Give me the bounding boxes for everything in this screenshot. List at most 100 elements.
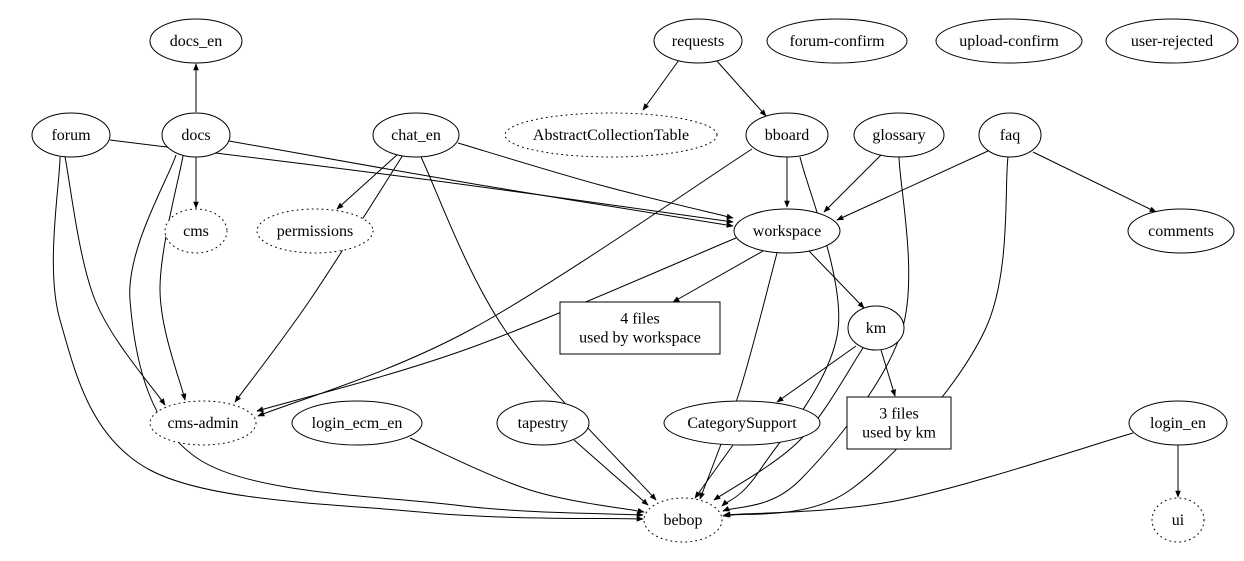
edge-glossary-workspace bbox=[823, 154, 882, 213]
node-shape-ui bbox=[1151, 497, 1205, 543]
node-ui: ui bbox=[1151, 497, 1205, 543]
node-shape-docs bbox=[161, 112, 231, 158]
node-chat_en: chat_en bbox=[372, 112, 460, 158]
edge-workspace-files4 bbox=[672, 250, 764, 303]
edge-chat_en-bebop bbox=[420, 156, 657, 501]
node-cms-admin: cms-admin bbox=[149, 400, 257, 446]
edge-faq-comments bbox=[1032, 151, 1157, 213]
edge-forum-bebop bbox=[52, 156, 644, 522]
node-label-bboard: bboard bbox=[765, 127, 809, 144]
node-shape-AbstractCollectionTable bbox=[504, 112, 718, 158]
node-docs_en: docs_en bbox=[149, 18, 243, 64]
node-forum: forum bbox=[31, 112, 111, 158]
edge-docs-workspace bbox=[228, 140, 734, 228]
node-bboard: bboard bbox=[745, 112, 829, 158]
edge-chat_en-workspace bbox=[457, 142, 734, 220]
node-shape-CategorySupport bbox=[663, 400, 821, 446]
edge-km-CategorySupport bbox=[776, 345, 857, 403]
node-shape-cms bbox=[164, 208, 228, 254]
node-label-upload-confirm: upload-confirm bbox=[959, 33, 1059, 50]
node-label-CategorySupport: CategorySupport bbox=[687, 415, 797, 432]
node-label-chat_en: chat_en bbox=[391, 127, 441, 144]
node-label-ui: ui bbox=[1172, 512, 1185, 529]
node-label-forum-confirm: forum-confirm bbox=[789, 33, 885, 50]
node-label-permissions: permissions bbox=[277, 223, 353, 240]
node-bebop: bebop bbox=[643, 497, 723, 543]
node-shape-bebop bbox=[643, 497, 723, 543]
node-AbstractCollectionTable: AbstractCollectionTable bbox=[504, 112, 718, 158]
node-permissions: permissions bbox=[256, 208, 374, 254]
node-upload-confirm: upload-confirm bbox=[935, 18, 1083, 64]
node-label-glossary: glossary bbox=[872, 127, 925, 144]
node-label-cms-admin: cms-admin bbox=[167, 415, 238, 432]
node-comments: comments bbox=[1127, 208, 1235, 254]
node-shape-user-rejected bbox=[1105, 18, 1239, 64]
node-label-faq: faq bbox=[1000, 127, 1020, 144]
node-label-docs_en: docs_en bbox=[170, 33, 222, 50]
node-label-user-rejected: user-rejected bbox=[1131, 33, 1213, 50]
node-glossary: glossary bbox=[853, 112, 945, 158]
node-shape-glossary bbox=[853, 112, 945, 158]
node-tapestry: tapestry bbox=[496, 400, 590, 446]
node-layer: docs_en requests forum-confirm upload-confi… bbox=[31, 18, 1239, 543]
node-label-requests: requests bbox=[672, 33, 724, 50]
node-shape-chat_en bbox=[372, 112, 460, 158]
edge-km-files3 bbox=[880, 349, 896, 397]
node-workspace: workspace bbox=[733, 208, 841, 254]
node-login_en: login_en bbox=[1128, 400, 1228, 446]
node-user-rejected: user-rejected bbox=[1105, 18, 1239, 64]
edge-requests-bboard bbox=[715, 59, 767, 117]
node-shape-files3 bbox=[846, 396, 952, 450]
edge-glossary-bebop bbox=[722, 156, 910, 512]
edge-forum-cms-admin bbox=[64, 156, 166, 406]
node-shape-login_ecm_en bbox=[291, 400, 423, 446]
edge-chat_en-permissions bbox=[336, 153, 399, 210]
edge-chat_en-cms-admin bbox=[234, 154, 404, 403]
node-shape-tapestry bbox=[496, 400, 590, 446]
edge-workspace-cms-admin bbox=[256, 237, 737, 412]
node-shape-cms-admin bbox=[149, 400, 257, 446]
node-label-login_ecm_en: login_ecm_en bbox=[312, 415, 403, 432]
node-cms: cms bbox=[164, 208, 228, 254]
node-label-workspace: workspace bbox=[753, 223, 821, 240]
edge-login_ecm_en-bebop bbox=[409, 437, 645, 514]
node-label-comments: comments bbox=[1148, 223, 1214, 240]
node-docs: docs bbox=[161, 112, 231, 158]
edge-bboard-cms-admin bbox=[257, 148, 753, 417]
node-shape-forum-confirm bbox=[766, 18, 908, 64]
edge-docs-cms-admin bbox=[159, 155, 187, 401]
edge-requests-AbstractCollectionTable bbox=[642, 59, 680, 111]
edge-workspace-bebop bbox=[699, 252, 778, 500]
node-shape-workspace bbox=[733, 208, 841, 254]
edge-CategorySupport-bebop bbox=[694, 444, 734, 499]
node-shape-docs_en bbox=[149, 18, 243, 64]
node-CategorySupport: CategorySupport bbox=[663, 400, 821, 446]
edge-layer bbox=[52, 59, 1181, 522]
node-login_ecm_en: login_ecm_en bbox=[291, 400, 423, 446]
node-label-forum: forum bbox=[51, 127, 91, 144]
edge-km-bebop bbox=[713, 347, 864, 501]
edge-login_en-bebop bbox=[723, 432, 1134, 518]
node-shape-km bbox=[847, 305, 905, 351]
node-km: km bbox=[847, 305, 905, 351]
node-shape-files4 bbox=[559, 301, 721, 355]
edge-docs-bebop bbox=[129, 154, 644, 518]
edge-workspace-km bbox=[808, 250, 865, 309]
node-label-bebop: bebop bbox=[663, 512, 702, 529]
node-shape-faq bbox=[978, 112, 1042, 158]
node-shape-comments bbox=[1127, 208, 1235, 254]
node-forum-confirm: forum-confirm bbox=[766, 18, 908, 64]
node-label-login_en: login_en bbox=[1150, 415, 1206, 432]
node-shape-upload-confirm bbox=[935, 18, 1083, 64]
node-label-km: km bbox=[866, 320, 887, 337]
node-requests: requests bbox=[653, 18, 743, 64]
node-shape-bboard bbox=[745, 112, 829, 158]
node-label-AbstractCollectionTable: AbstractCollectionTable bbox=[533, 127, 689, 144]
edge-tapestry-bebop bbox=[573, 439, 649, 506]
edge-faq-workspace bbox=[836, 150, 989, 221]
